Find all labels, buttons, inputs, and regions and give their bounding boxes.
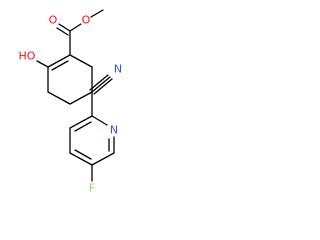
fluorine-label: F [89, 182, 95, 195]
methyl-oxygen-label: O [82, 14, 91, 27]
bond-ring-c6-c1 [69, 54, 93, 68]
bond-ring-c4-c5 [69, 91, 93, 105]
hydroxyl-label: HO [19, 50, 36, 63]
bond-pyr-c6-c5 [91, 152, 115, 166]
bond-ring-c3-c4 [47, 91, 71, 105]
bond-ring-c1-c2-inner [51, 60, 69, 71]
bond-carbonyl-double-2 [56, 27, 69, 36]
carbonyl-oxygen-label: O [49, 14, 58, 27]
bond-nitrile-1 [91, 76, 111, 93]
molecule-structure: O O HO N N F [19, 9, 122, 195]
bond-pyr-c5-c4-inner [74, 149, 92, 160]
bond-hydroxyl [36, 60, 49, 68]
bond-pyr-c2-n1 [91, 115, 108, 126]
bond-nitrile-2 [93, 78, 113, 95]
pyridine-nitrogen-label: N [110, 124, 118, 137]
bond-pyr-c3-c2 [69, 115, 93, 129]
bond-carbonyl-double-1 [58, 23, 71, 32]
bond-oxygen-carbonyl-carbon [69, 23, 82, 32]
nitrile-nitrogen-label: N [114, 63, 122, 76]
bond-pyr-c3-c2-inner [74, 121, 92, 132]
bond-ring-c1-c2-double [47, 54, 71, 68]
bond-methyl-oxygen [90, 9, 104, 18]
bond-pyr-c5-c4 [69, 152, 93, 166]
bond-nitrile-3 [89, 74, 109, 91]
